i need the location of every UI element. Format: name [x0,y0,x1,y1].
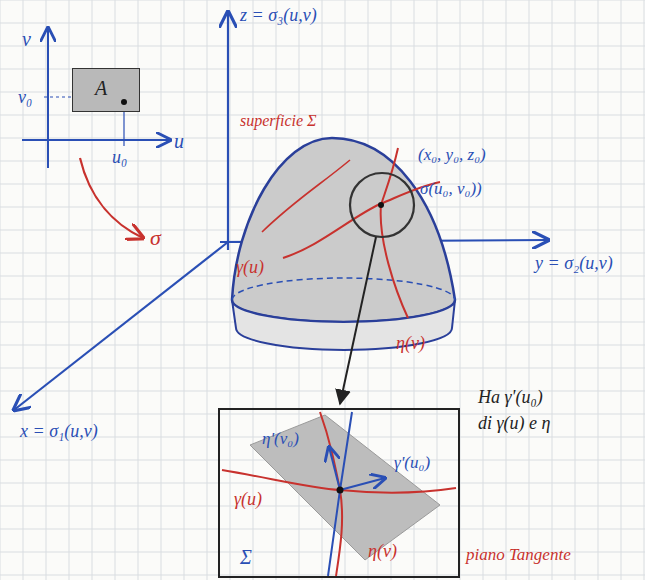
illustration-part [328,412,352,576]
illustration-part [14,242,228,410]
illustration-part [506,0,507,580]
illustration-part [161,0,162,580]
illustration-part [529,0,530,580]
illustration-part [0,529,645,530]
illustration-part [0,0,645,1]
illustration-part [22,139,170,141]
illustration-part [227,12,229,250]
illustration-part [123,112,124,146]
point-label: σ(u₀, v₀)) [420,180,482,199]
illustration-part [80,158,143,238]
illustration-part [340,478,385,490]
curve-label: η(v) [396,334,425,354]
curve-label: γ(u) [236,258,264,278]
illustration-part [575,0,576,580]
illustration-part [44,96,72,97]
illustration-part [207,0,208,580]
axis-label: z = σ₃(u,v) [240,6,317,26]
illustration-part [0,368,645,369]
illustration-part [0,115,645,116]
axis-label: x = σ₁(u,v) [20,422,98,442]
illustration-part [0,46,645,47]
surface-label: superficie Σ [240,112,317,130]
illustration-part [232,138,455,322]
region-label: A [95,77,107,99]
illustration-part [23,0,24,580]
illustration-part [69,0,70,580]
illustration-part [621,0,622,580]
curve-label: η(v) [368,542,397,562]
axis-label: v [22,28,31,50]
plane-label: piano Tangente [466,546,571,565]
illustration-part [340,237,376,404]
inset-box: η'(v₀) γ(u) γ'(u₀) Ση(v) [218,408,460,578]
curve-label: γ(u) [234,490,262,510]
illustration-part [250,415,440,560]
axis-value: v₀ [18,88,32,108]
illustration-part [337,487,344,494]
illustration-part [483,0,484,580]
illustration-part [378,202,384,208]
illustration-part [232,278,455,300]
note-text: di γ(u) e η [478,414,551,434]
illustration-part [644,0,645,580]
illustration-part [0,575,645,576]
vector-label: η'(v₀) [262,430,299,449]
illustration-part [329,447,340,490]
vector-label: γ'(u₀) [394,454,430,473]
illustration-part [552,0,553,580]
axis-label: y = σ₂(u,v) [535,254,613,274]
illustration-part [46,0,47,580]
axis-label: u [174,130,184,152]
illustration-part [0,391,645,392]
illustration-part [0,23,645,24]
illustration-part [0,0,1,580]
note-text: Ha γ'(u₀) [478,388,543,408]
illustration-part [184,0,185,580]
illustration-part [262,160,350,232]
illustration-part [350,173,414,237]
surface-label: Σ [240,546,252,568]
domain-region: A [72,68,140,112]
illustration-part [47,28,49,168]
point-label: (x₀, y₀, z₀) [418,146,486,165]
illustration-part [230,0,231,580]
map-label: σ [150,226,161,250]
domain-point [121,99,127,105]
axis-value: u₀ [112,148,127,168]
illustration-part [598,0,599,580]
